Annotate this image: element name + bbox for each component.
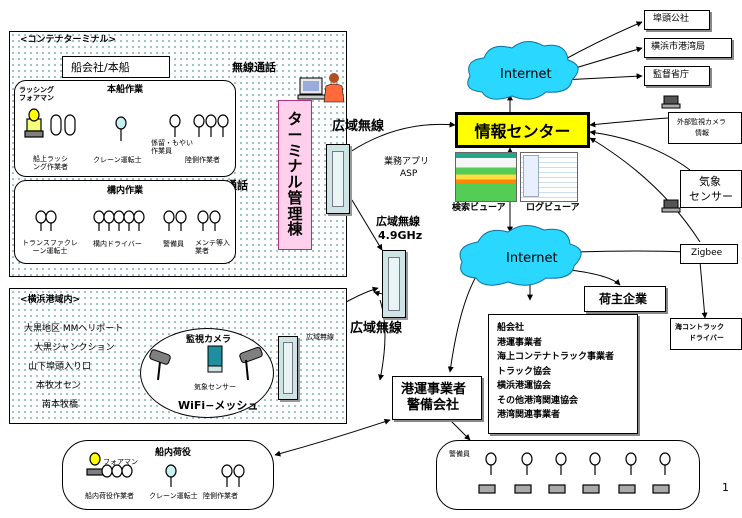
cargo-workers xyxy=(86,452,245,487)
internet-top-label: Internet xyxy=(500,67,552,82)
external-camera-label-1: 外部監視カメラ xyxy=(677,118,726,126)
trailer-label-2: ドライバー xyxy=(689,334,724,342)
camera-label: 監視カメラ xyxy=(186,335,232,345)
onboard-work-box: 本船作業 ラッシングフォアマン 船上ラッシング作業者 クレーン運転士 係留・もや… xyxy=(14,80,236,177)
terminal-building: タ ー ミ ナ ル 管 理 棟 xyxy=(278,100,312,250)
port-bureau-label: 横浜市港湾局 xyxy=(651,42,706,52)
yard-workers xyxy=(35,210,221,231)
org-item: 船会社 xyxy=(497,323,525,333)
place-item: 南本牧橋 xyxy=(42,400,79,410)
yard-label-3: 警備員 xyxy=(163,240,184,248)
shipper-box: 荷主企業 xyxy=(584,286,666,312)
external-camera-label-2: 情報 xyxy=(695,129,709,137)
wide-radio-1-label: 広域無線 xyxy=(332,119,385,134)
wide-radio-2-label: 広域無線 xyxy=(376,215,420,228)
asp-label: ASP xyxy=(400,169,418,179)
port-ops-label-2: 警備会社 xyxy=(407,398,460,413)
shipper-label: 荷主企業 xyxy=(599,292,648,306)
security-label: 警備員 xyxy=(449,450,470,458)
internet-mid-label: Internet xyxy=(506,251,558,266)
weather-label-1: 気象 xyxy=(699,175,721,188)
radio-call-mid: 通話 xyxy=(226,179,248,192)
radio-call-top: 無線通話 xyxy=(232,61,276,74)
log-viewer-label: ログビューア xyxy=(526,203,580,213)
weather-label-2: センサー xyxy=(689,190,733,203)
place-item: 山下埠頭入り口 xyxy=(28,362,92,372)
biz-app-label: 業務アプリ xyxy=(384,157,430,167)
port-ops-box: 港運事業者 警備会社 xyxy=(392,376,482,420)
ship-company-box: 船会社/本船 xyxy=(62,56,170,78)
org-item: 横浜港運協会 xyxy=(497,381,552,391)
zigbee-label: Zigbee xyxy=(691,248,723,258)
port-area-title: <横浜港域内> xyxy=(20,295,81,305)
wide-radio-device-2 xyxy=(382,250,406,318)
port-bureau-box: 横浜市港湾局 xyxy=(644,38,732,58)
org-item: 港運事業者 xyxy=(497,337,543,348)
log-viewer-screenshot xyxy=(520,152,578,202)
yard-work-box: 構内作業 トランスファクレーン運転士 構内ドライバー 警備員 メンテ等入業者 xyxy=(14,180,236,264)
cargo-label-1: 船内荷役作業者 xyxy=(85,492,134,500)
weather-sensor-label: 気象センサー xyxy=(194,383,236,391)
pier-corp-box: 埠頭公社 xyxy=(644,10,710,30)
container-terminal-title: <コンテナターミナル> xyxy=(20,35,117,45)
onboard-label-2: クレーン運転士 xyxy=(93,156,142,164)
onboard-label-3: 係留・もやい作業員 xyxy=(151,139,193,156)
onboard-work-title: 本船作業 xyxy=(107,85,144,95)
ship-company-label: 船会社/本船 xyxy=(71,61,130,74)
trailer-label-1: 海コントラック xyxy=(675,323,724,331)
cargo-label-2: クレーン運転士 xyxy=(149,492,198,500)
org-item: その他港湾関連協会 xyxy=(497,395,579,406)
org-item: 港湾関連事業者 xyxy=(497,410,561,420)
cargo-box: 船内荷役 フォアマン 船内荷役作業者 クレーン運転士 陸側作業者 xyxy=(62,440,274,510)
cargo-title: 船内荷役 xyxy=(155,448,192,458)
security-box: 警備員 xyxy=(436,440,700,510)
org-item: 海上コンテナトラック事業者 xyxy=(497,352,615,362)
security-guards xyxy=(478,452,671,494)
cargo-foreman-label: フォアマン xyxy=(103,458,138,466)
onboard-label-1: 船上ラッシング作業者 xyxy=(33,155,68,172)
port-ops-label-1: 港運事業者 xyxy=(401,382,467,397)
place-list: 大黒地区 MMヘリポート 大黒ジャンクション 山下埠頭入り口 本牧オセン 南本牧… xyxy=(24,320,123,415)
small-radio-device xyxy=(278,336,298,400)
small-radio-label: 広域無線 xyxy=(306,333,334,341)
terminal-building-label: タ ー ミ ナ ル 管 理 棟 xyxy=(287,110,303,239)
wifi-mesh-label: WiFi−メッシュ xyxy=(178,399,259,412)
place-item: 本牧オセン xyxy=(36,381,82,391)
org-list-box: 船会社 港運事業者 海上コンテナトラック事業者 トラック協会 横浜港運協会 その… xyxy=(488,314,638,434)
zigbee-box: Zigbee xyxy=(680,244,738,264)
wide-radio-device-1 xyxy=(326,144,350,214)
info-center-box: 情報センター xyxy=(455,112,590,148)
ministry-box: 監督省庁 xyxy=(644,66,710,86)
pier-corp-label: 埠頭公社 xyxy=(653,14,690,24)
yard-label-1: トランスファクレーン運転士 xyxy=(22,239,78,256)
wide-radio-3-label: 広域無線 xyxy=(350,321,403,336)
org-list: 船会社 港運事業者 海上コンテナトラック事業者 トラック協会 横浜港運協会 その… xyxy=(497,321,614,423)
onboard-workers xyxy=(24,108,229,141)
band-label: 4.9GHz xyxy=(378,229,423,242)
yard-label-2: 構内ドライバー xyxy=(93,240,142,248)
ministry-label: 監督省庁 xyxy=(653,70,690,80)
lashing-foreman-label: ラッシングフォアマン xyxy=(19,86,54,103)
external-camera-box: 外部監視カメラ 情報 xyxy=(668,112,742,144)
place-item: 大黒ジャンクション xyxy=(34,343,115,353)
page-number: 1 xyxy=(722,481,729,494)
place-item: 大黒地区 MMヘリポート xyxy=(24,324,124,334)
wifi-mesh-ellipse xyxy=(140,328,274,418)
search-viewer-screenshot xyxy=(455,152,517,202)
trailer-box: 海コントラック ドライバー xyxy=(670,318,742,350)
onboard-label-4: 陸側作業者 xyxy=(185,156,220,164)
cargo-label-3: 陸側作業者 xyxy=(203,492,238,500)
yard-work-title: 構内作業 xyxy=(107,186,144,196)
info-center-label: 情報センター xyxy=(474,122,571,141)
org-item: トラック協会 xyxy=(497,366,552,377)
yard-label-4: メンテ等入業者 xyxy=(195,239,230,256)
search-viewer-label: 検索ビューア xyxy=(452,203,506,213)
